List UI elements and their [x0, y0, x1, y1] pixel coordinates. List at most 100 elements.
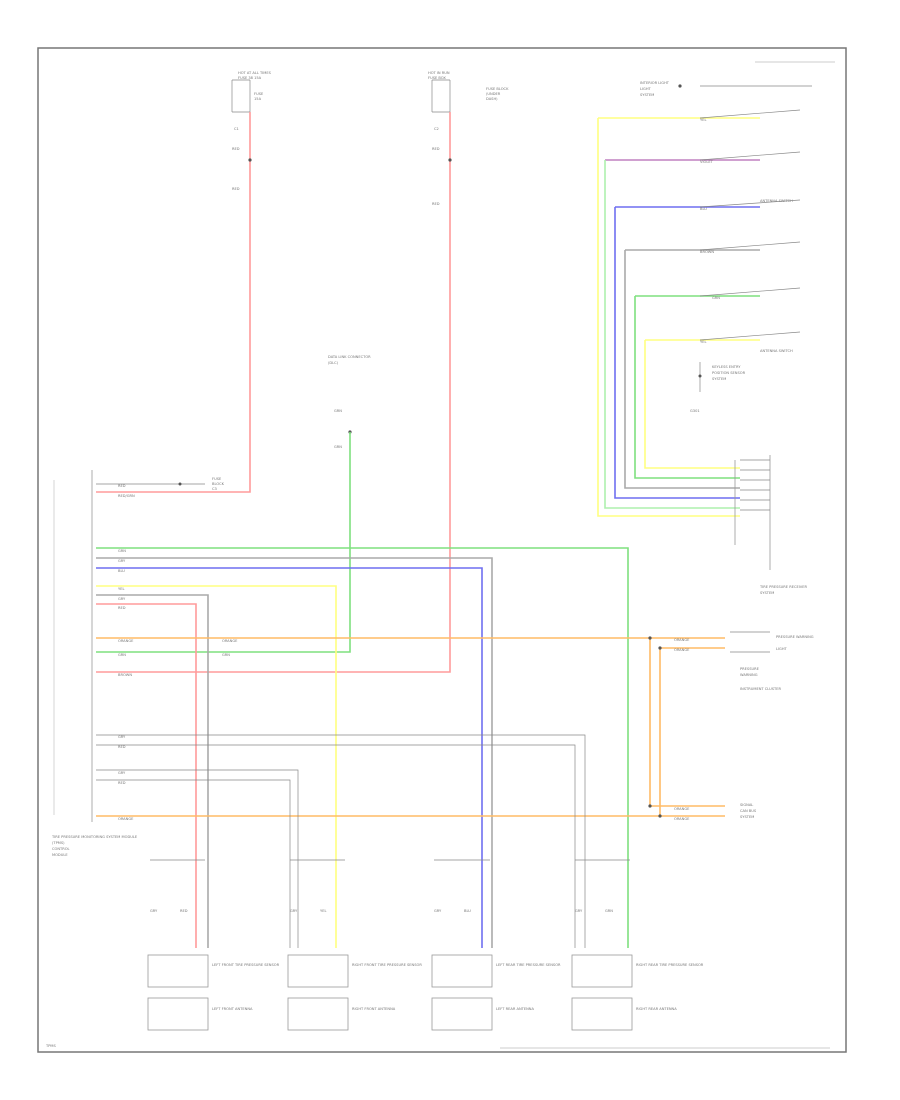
svg-text:RED: RED: [118, 606, 126, 610]
svg-text:(DLC): (DLC): [328, 361, 339, 365]
svg-text:SYSTEM: SYSTEM: [740, 815, 754, 819]
wire-gray-2: [96, 594, 209, 948]
wire-gray-lr: [96, 769, 299, 948]
svg-text:DASH): DASH): [486, 97, 498, 101]
svg-text:GRY: GRY: [434, 909, 442, 913]
svg-text:CAN BUS: CAN BUS: [740, 809, 757, 813]
svg-text:GRN: GRN: [118, 653, 126, 657]
svg-text:SYSTEM: SYSTEM: [760, 591, 774, 595]
svg-text:GRN: GRN: [334, 445, 342, 449]
svg-text:ORANGE: ORANGE: [118, 817, 134, 821]
power-wires: RED RED RED RED: [96, 112, 452, 673]
sensor-left-rear: GRY BLU LEFT REAR TIRE PRESSURE SENSOR L…: [431, 859, 561, 1031]
svg-text:YEL: YEL: [700, 340, 706, 344]
svg-text:GRY: GRY: [118, 735, 126, 739]
svg-text:VIOLET: VIOLET: [700, 160, 714, 164]
wire-yellow: [96, 585, 337, 948]
svg-text:CONTROL: CONTROL: [52, 847, 70, 851]
svg-text:RIGHT FRONT TIRE PRESSURE SENS: RIGHT FRONT TIRE PRESSURE SENSOR: [352, 963, 422, 967]
svg-text:GRY: GRY: [118, 597, 126, 601]
svg-text:LEFT REAR TIRE PRESSURE SENSOR: LEFT REAR TIRE PRESSURE SENSOR: [496, 963, 561, 967]
svg-text:ORANGE: ORANGE: [674, 648, 690, 652]
svg-text:FUSE 38 15A: FUSE 38 15A: [238, 76, 262, 80]
svg-text:ORANGE: ORANGE: [674, 638, 690, 642]
harness-wires: GRN GRY BLU YEL GRY RED ORANGE GRN BROWN…: [96, 547, 725, 948]
module-pin-strip: [53, 470, 93, 822]
diagram-frame: [37, 47, 847, 1053]
svg-text:RIGHT FRONT ANTENNA: RIGHT FRONT ANTENNA: [352, 1007, 396, 1011]
svg-text:LEFT FRONT ANTENNA: LEFT FRONT ANTENNA: [212, 1007, 253, 1011]
svg-text:DATA LINK CONNECTOR: DATA LINK CONNECTOR: [328, 355, 371, 359]
pin-fuse-callout: FUSE BLOCK C3 RED RED/GRN: [96, 477, 225, 498]
svg-text:RIGHT REAR TIRE PRESSURE SENSO: RIGHT REAR TIRE PRESSURE SENSOR: [636, 963, 704, 967]
svg-text:FUSE BLOCK: FUSE BLOCK: [486, 87, 509, 91]
svg-text:GRN: GRN: [712, 296, 720, 300]
fuse-mid: HOT IN RUN FUSE BOX FUSE BLOCK (UNDER DA…: [428, 71, 509, 131]
svg-text:BROWN: BROWN: [700, 250, 714, 254]
svg-text:ANTENNA SWITCH: ANTENNA SWITCH: [760, 199, 793, 203]
svg-text:MODULE: MODULE: [52, 853, 68, 857]
wire-gray-lr2: [96, 779, 291, 948]
svg-text:ORANGE: ORANGE: [674, 807, 690, 811]
wire-orange-v1: [649, 638, 725, 807]
svg-text:GRN: GRN: [605, 909, 613, 913]
svg-text:GRY: GRY: [150, 909, 158, 913]
svg-text:(UNDER: (UNDER: [486, 92, 501, 96]
svg-text:YEL: YEL: [118, 587, 124, 591]
wire-green-right: [96, 547, 629, 948]
svg-text:POSITION SENSOR: POSITION SENSOR: [712, 371, 746, 375]
switch-bank: INTERIOR LIGHT LIGHT SYSTEM ANTENNA SWIT…: [597, 81, 812, 517]
svg-text:BLU: BLU: [700, 207, 707, 211]
svg-text:YEL: YEL: [700, 118, 706, 122]
svg-text:RED: RED: [232, 147, 240, 151]
module-label: TIRE PRESSURE MONITORING SYSTEM MODULE (…: [51, 835, 138, 857]
svg-text:RED: RED: [118, 745, 126, 749]
svg-text:PRESSURE WARNING: PRESSURE WARNING: [776, 635, 814, 639]
svg-text:RED: RED: [432, 147, 440, 151]
svg-text:TIRE PRESSURE RECEIVER: TIRE PRESSURE RECEIVER: [759, 585, 808, 589]
svg-text:ANTENNA SWITCH: ANTENNA SWITCH: [760, 349, 793, 353]
svg-text:FUSE: FUSE: [254, 92, 264, 96]
svg-text:ORANGE: ORANGE: [674, 817, 690, 821]
svg-text:PRESSURE: PRESSURE: [740, 667, 760, 671]
fuse-left: HOT AT ALL TIMES FUSE 38 15A FUSE 15A C1: [231, 71, 272, 131]
svg-text:RIGHT REAR ANTENNA: RIGHT REAR ANTENNA: [636, 1007, 677, 1011]
data-bus-callout: ORANGE ORANGE SIGNAL CAN BUS SYSTEM: [674, 803, 757, 821]
svg-text:GRY: GRY: [118, 559, 126, 563]
svg-text:C1: C1: [234, 127, 239, 131]
wire-gray-rr: [96, 734, 586, 948]
svg-text:G301: G301: [690, 409, 700, 413]
svg-text:RED: RED: [118, 484, 126, 488]
sensor-right-rear: GRY GRN RIGHT REAR TIRE PRESSURE SENSOR …: [571, 859, 704, 1031]
svg-text:TIRE PRESSURE MONITORING SYSTE: TIRE PRESSURE MONITORING SYSTEM MODULE: [51, 835, 138, 839]
wire-blue: [96, 567, 483, 948]
svg-text:SYSTEM: SYSTEM: [640, 93, 654, 97]
sensor-left-front: GRY RED LEFT FRONT TIRE PRESSURE SENSOR …: [147, 859, 280, 1031]
svg-text:LEFT FRONT TIRE PRESSURE SENSO: LEFT FRONT TIRE PRESSURE SENSOR: [212, 963, 280, 967]
instrument-cluster: ORANGE ORANGE PRESSURE WARNING LIGHT PRE…: [674, 631, 814, 691]
svg-text:YEL: YEL: [320, 909, 326, 913]
wire-green-diag: [96, 432, 351, 653]
svg-text:FUSE: FUSE: [212, 477, 222, 481]
svg-text:C3: C3: [212, 487, 217, 491]
svg-text:INTERIOR LIGHT: INTERIOR LIGHT: [640, 81, 670, 85]
svg-text:GRN: GRN: [118, 549, 126, 553]
svg-text:BLOCK: BLOCK: [212, 482, 225, 486]
wire-gray-rr2: [96, 744, 576, 948]
svg-text:15A: 15A: [254, 97, 262, 101]
svg-text:GRY: GRY: [118, 771, 126, 775]
wire-gray-1: [96, 557, 493, 948]
svg-text:KEYLESS ENTRY: KEYLESS ENTRY: [712, 365, 741, 369]
svg-text:FUSE BOX: FUSE BOX: [428, 76, 446, 80]
svg-text:INSTRUMENT CLUSTER: INSTRUMENT CLUSTER: [740, 687, 781, 691]
receiver-connector: TIRE PRESSURE RECEIVER SYSTEM: [734, 455, 808, 595]
svg-text:SIGNAL: SIGNAL: [740, 803, 753, 807]
svg-text:BROWN: BROWN: [118, 673, 132, 677]
svg-text:SYSTEM: SYSTEM: [712, 377, 726, 381]
footer-label: TPMS: [45, 1044, 56, 1048]
sensor-right-front: GRY YEL RIGHT FRONT TIRE PRESSURE SENSOR…: [287, 859, 422, 1031]
svg-text:LIGHT: LIGHT: [640, 87, 652, 91]
svg-text:ORANGE: ORANGE: [222, 639, 238, 643]
wire-red-mid: [96, 112, 451, 673]
svg-text:ORANGE: ORANGE: [118, 639, 134, 643]
